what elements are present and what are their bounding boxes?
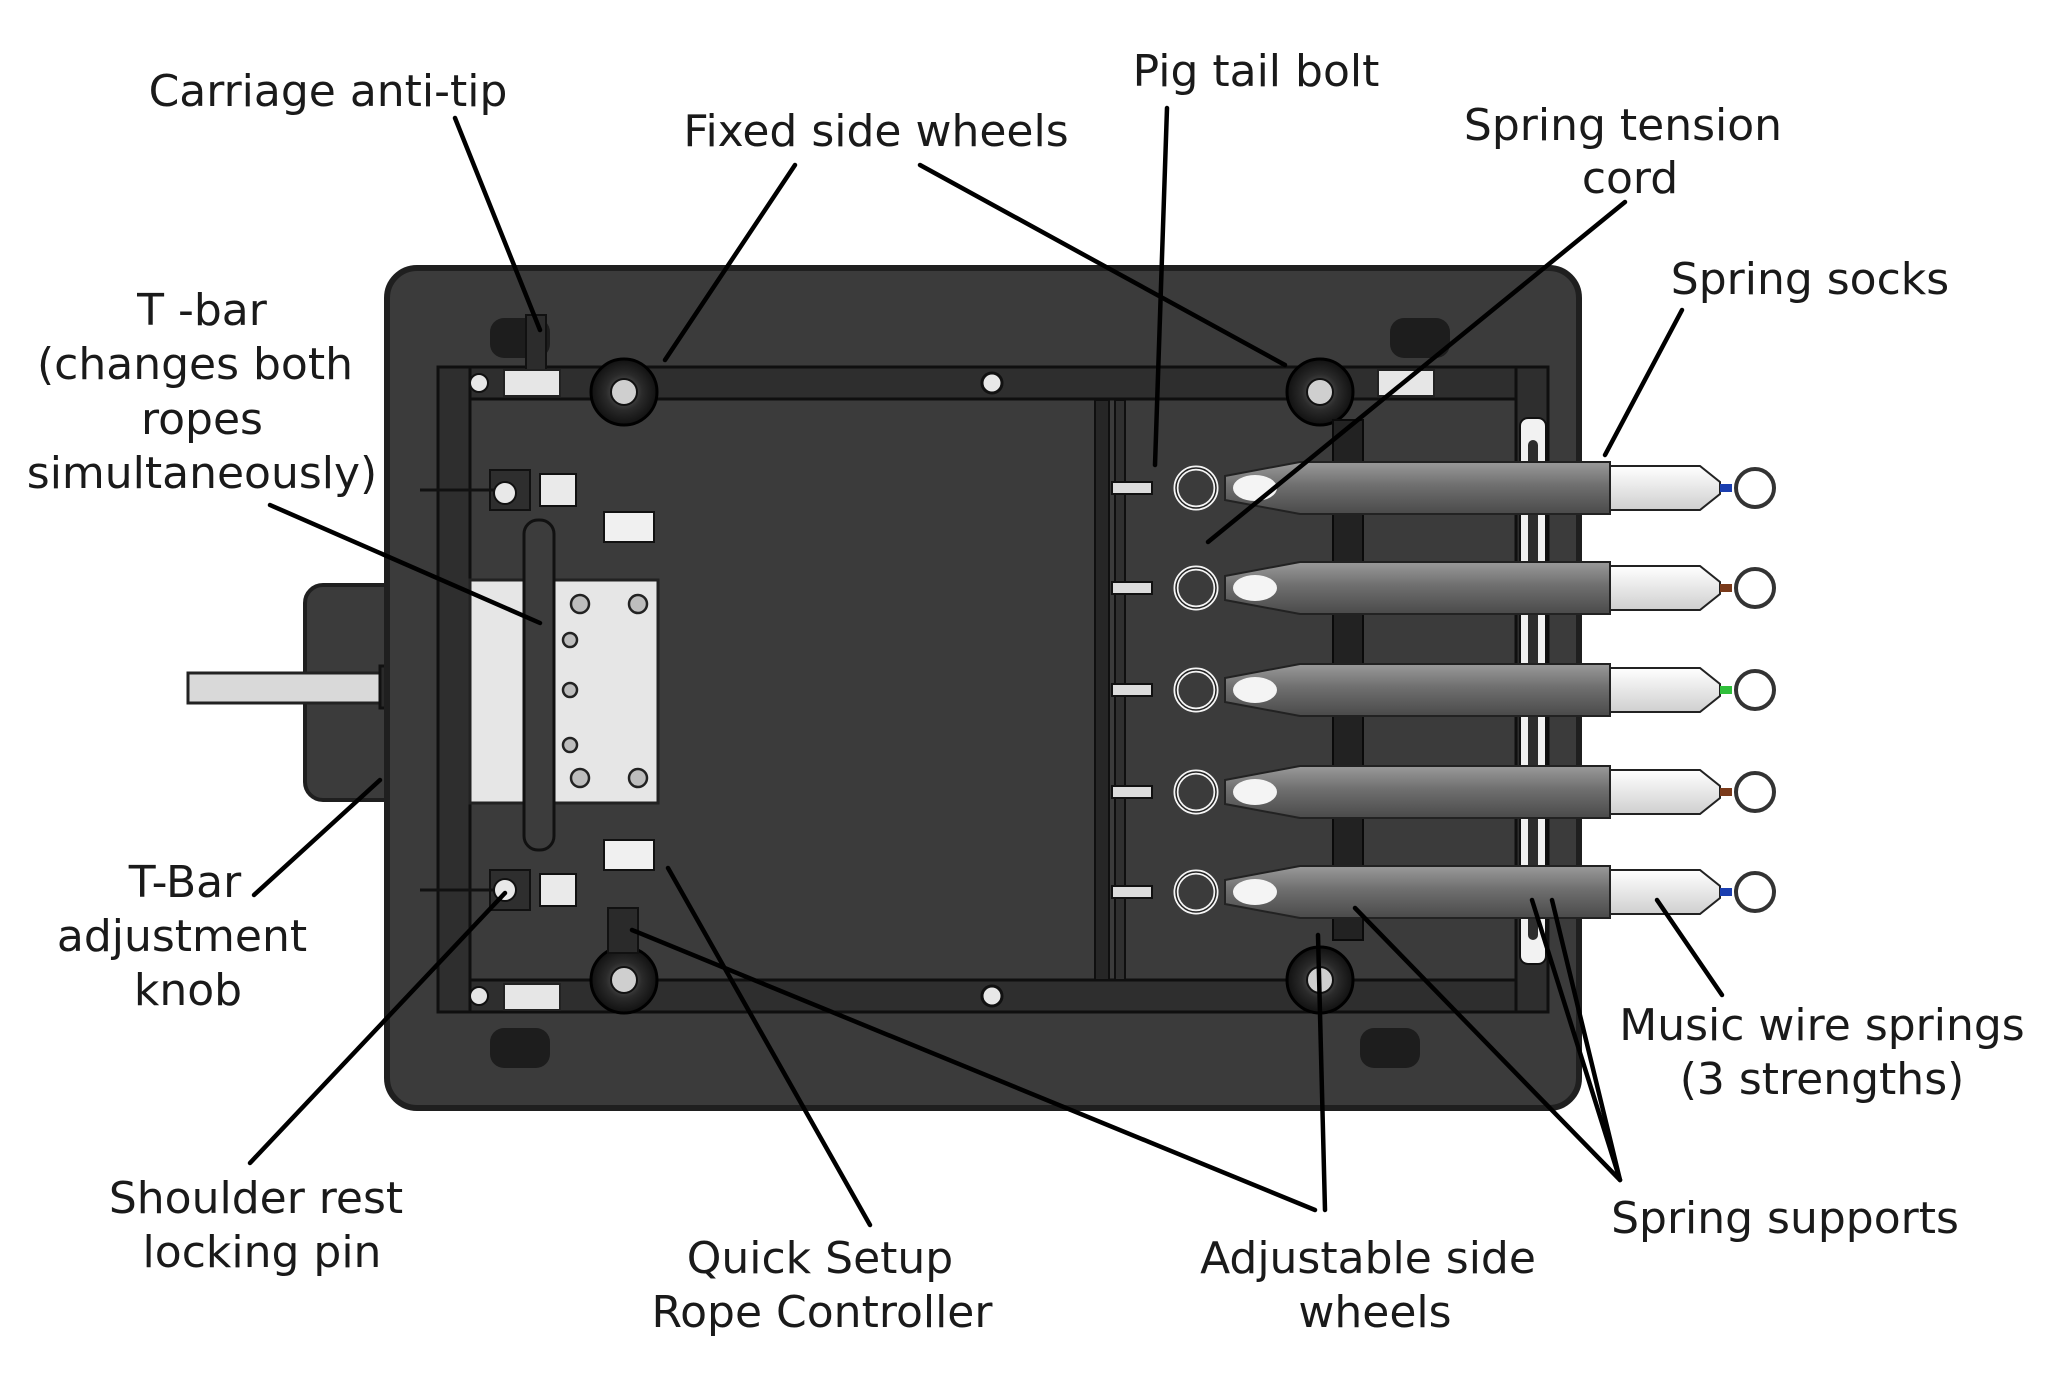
spring-wire-color-band [1720, 484, 1732, 492]
pig-tail-ring-outline [1175, 567, 1217, 609]
label-quick-setup-line2: Rope Controller [652, 1287, 994, 1338]
label-t-bar-line2: (changes both [37, 339, 353, 390]
label-t-bar-knob-line3: knob [134, 965, 242, 1016]
spring-assembly [1111, 461, 1776, 515]
spring-wire-color-band [1720, 584, 1732, 592]
wheel-icon [1285, 357, 1355, 427]
label-t-bar-knob-line1: T-Bar [128, 857, 242, 908]
pig-tail-bolt-icon [1111, 785, 1153, 799]
spring-wire-color-band [1720, 686, 1732, 694]
music-wire-spring-tip [1609, 565, 1721, 611]
pig-tail-ring-outline [1175, 871, 1217, 913]
label-t-bar-line4: simultaneously) [27, 448, 377, 499]
music-wire-spring-tip [1609, 769, 1721, 815]
springs [1111, 461, 1776, 919]
label-quick-setup-line1: Quick Setup [687, 1233, 953, 1284]
leader-adjustable-side-wheels-2 [1315, 932, 1328, 1213]
spring-end-ring-icon [1734, 467, 1776, 509]
spring-sock-end [1233, 779, 1277, 805]
leader-t-bar [267, 502, 543, 626]
label-music-wire-springs-line2: (3 strengths) [1680, 1054, 1965, 1105]
leader-fixed-side-wheels-2 [917, 162, 1288, 368]
spring-sock [1224, 461, 1611, 515]
pig-tail-ring-outline [1175, 669, 1217, 711]
label-spring-tension-cord-line2: cord [1582, 153, 1678, 204]
spring-sock [1224, 561, 1611, 615]
leader-shoulder-rest-locking-pin [247, 890, 508, 1166]
label-t-bar-line3: ropes [141, 394, 263, 445]
spring-end-ring-icon [1734, 771, 1776, 813]
pig-tail-bolt-icon [1111, 581, 1153, 595]
label-spring-tension-cord-line1: Spring tension [1464, 100, 1782, 151]
pig-tail-ring-outline [1175, 467, 1217, 509]
leader-spring-tension-cord [1205, 199, 1628, 545]
label-spring-supports: Spring supports [1611, 1193, 1959, 1244]
leader-fixed-side-wheels-1 [662, 162, 798, 363]
label-t-bar-line1: T -bar [136, 285, 268, 336]
label-pig-tail-bolt: Pig tail bolt [1133, 46, 1380, 97]
pig-tail-bolt-icon [1111, 683, 1153, 697]
spring-end-ring-icon [1734, 871, 1776, 913]
pig-tail-bolt-icon [1111, 885, 1153, 899]
leader-spring-supports-1 [1352, 905, 1623, 1183]
spring-sock-end [1233, 575, 1277, 601]
leader-spring-socks [1602, 307, 1685, 458]
label-fixed-side-wheels: Fixed side wheels [683, 106, 1068, 157]
leader-spring-supports-3 [1549, 897, 1623, 1183]
leader-lines [247, 105, 1725, 1228]
leader-quick-setup-rope-controller [665, 865, 873, 1228]
wheel-icon [589, 357, 659, 427]
music-wire-spring-tip [1609, 667, 1721, 713]
music-wire-spring-tip [1609, 869, 1721, 915]
label-adjustable-side-wheels-line2: wheels [1298, 1287, 1451, 1338]
leader-t-bar-adjustment-knob [251, 777, 383, 898]
spring-assembly [1111, 865, 1776, 919]
label-spring-socks: Spring socks [1671, 254, 1949, 305]
leader-pig-tail-bolt [1152, 105, 1170, 468]
spring-sock [1224, 663, 1611, 717]
label-shoulder-rest-line1: Shoulder rest [109, 1173, 403, 1224]
leader-adjustable-side-wheels-1 [629, 927, 1318, 1213]
spring-assembly [1111, 561, 1776, 615]
pig-tail-bolt-icon [1111, 481, 1153, 495]
spring-end-ring-icon [1734, 669, 1776, 711]
spring-sock [1224, 765, 1611, 819]
leader-carriage-anti-tip [452, 115, 543, 333]
spring-sock-end [1233, 475, 1277, 501]
t-bar-assembly [420, 469, 660, 954]
label-adjustable-side-wheels-line1: Adjustable side [1200, 1233, 1536, 1284]
anti-tip-blocks [490, 314, 1450, 1068]
spring-sock-end [1233, 879, 1277, 905]
music-wire-spring-tip [1609, 465, 1721, 511]
label-carriage-anti-tip: Carriage anti-tip [149, 66, 508, 117]
spring-wire-color-band [1720, 788, 1732, 796]
label-shoulder-rest-line2: locking pin [143, 1227, 382, 1278]
label-music-wire-springs-line1: Music wire springs [1619, 1000, 2024, 1051]
label-t-bar-knob-line2: adjustment [57, 911, 307, 962]
pig-tail-ring-outline [1175, 771, 1217, 813]
spring-assembly [1111, 663, 1776, 717]
wheel-icon [589, 945, 659, 1015]
spring-assembly [1111, 765, 1776, 819]
spring-wire-color-band [1720, 888, 1732, 896]
leader-music-wire-springs [1654, 897, 1725, 998]
leader-spring-supports-2 [1529, 897, 1623, 1183]
spring-sock [1224, 865, 1611, 919]
spring-end-ring-icon [1734, 567, 1776, 609]
spring-sock-end [1233, 677, 1277, 703]
